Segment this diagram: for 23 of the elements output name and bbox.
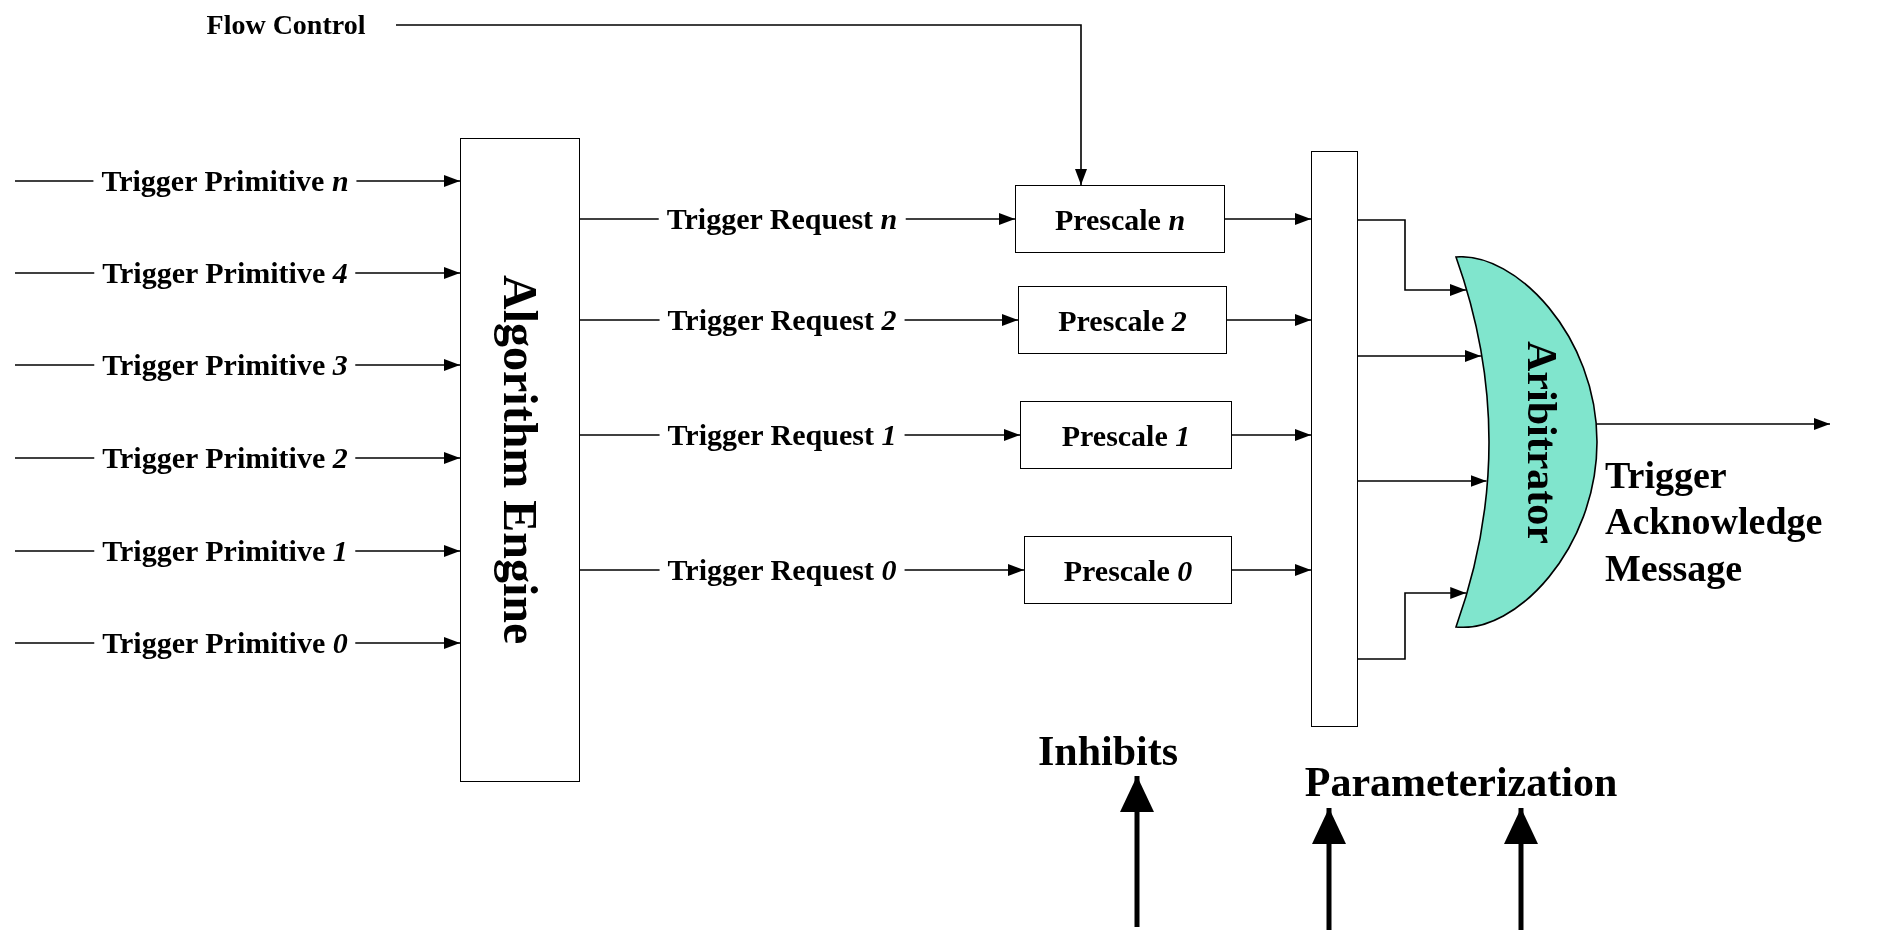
arrow	[1357, 350, 1482, 362]
process-box: Prescale 2	[1018, 286, 1227, 354]
text-label: Inhibits	[1022, 726, 1194, 776]
text-label: Flow Control	[176, 4, 396, 46]
arrow	[1231, 564, 1312, 576]
arrow	[395, 24, 1087, 186]
arrow	[1357, 475, 1488, 487]
arrow	[1596, 418, 1831, 430]
arrow	[1226, 314, 1312, 326]
process-box: Algorithm Engine	[460, 138, 580, 782]
process-box: Prescale 1	[1020, 401, 1232, 469]
text-label: Parameterization	[1276, 756, 1646, 808]
arbitrator-shape: Aribitrator	[1454, 256, 1598, 628]
arrow	[1224, 213, 1312, 225]
process-box	[1311, 151, 1358, 727]
arrow	[1504, 808, 1538, 930]
process-box: Prescale n	[1015, 185, 1225, 253]
arrow	[1231, 429, 1312, 441]
process-box: Prescale 0	[1024, 536, 1232, 604]
arrow	[1120, 776, 1154, 927]
arrow	[1312, 808, 1346, 930]
output-label: Trigger Acknowledge Message	[1605, 453, 1823, 591]
arrow	[1357, 219, 1467, 296]
